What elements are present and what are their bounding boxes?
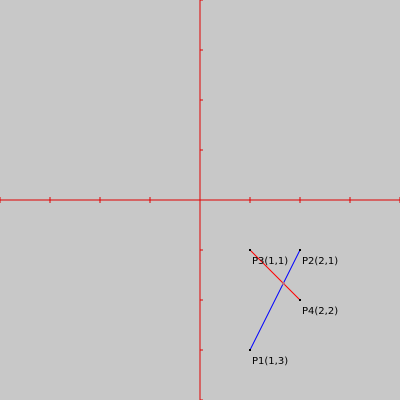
point-label-p1: P1(1,3) [252, 356, 288, 367]
point-label-p3: P3(1,1) [252, 256, 288, 267]
point-p3 [249, 249, 251, 251]
segment-p1-p2 [249, 249, 301, 351]
point-label-p4: P4(2,2) [302, 306, 338, 317]
point-p2 [299, 249, 301, 251]
point-p1 [249, 349, 251, 351]
points-group: P1(1,3) P2(2,1) P3(1,1) P4(2,2) [249, 249, 338, 367]
point-label-p2: P2(2,1) [302, 256, 338, 267]
segments-group [249, 249, 301, 351]
segment-p3-p4 [249, 249, 301, 301]
point-p4 [299, 299, 301, 301]
intersection-point [282, 282, 285, 285]
